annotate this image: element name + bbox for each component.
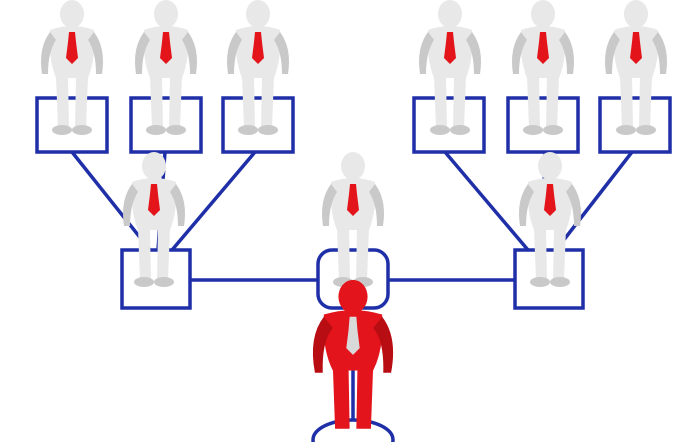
frames bbox=[35, 96, 672, 442]
frame-leader-ring bbox=[311, 418, 395, 442]
team-figures bbox=[41, 0, 667, 287]
frame-mid-right bbox=[513, 248, 585, 310]
person-figure bbox=[123, 152, 185, 287]
frame-top-4 bbox=[412, 96, 486, 154]
frame-top-3 bbox=[221, 96, 295, 154]
person-figure bbox=[512, 0, 574, 135]
person-figure bbox=[519, 152, 581, 287]
frame-top-6 bbox=[598, 96, 672, 154]
frame-top-5 bbox=[506, 96, 580, 154]
leader-figure bbox=[312, 279, 394, 429]
frame-top-1 bbox=[35, 96, 109, 154]
frame-mid-left bbox=[120, 248, 192, 310]
person-figure bbox=[227, 0, 289, 135]
person-figure bbox=[41, 0, 103, 135]
person-figure bbox=[135, 0, 197, 135]
person-figure bbox=[322, 152, 384, 287]
person-figure bbox=[419, 0, 481, 135]
person-figure bbox=[605, 0, 667, 135]
frame-top-2 bbox=[129, 96, 203, 154]
